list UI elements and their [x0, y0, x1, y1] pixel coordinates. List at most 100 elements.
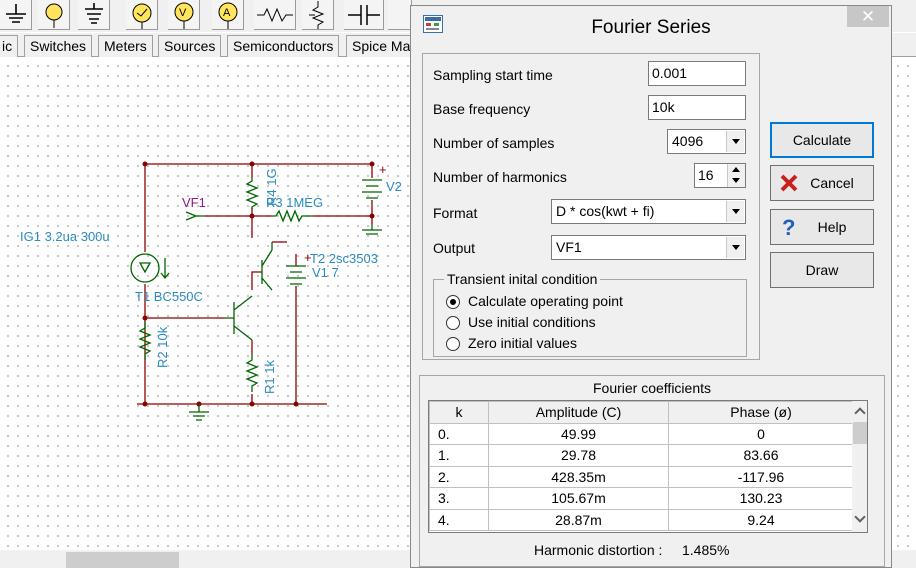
table-row[interactable]: 1. 29.78 83.66	[429, 444, 854, 467]
coefficients-table[interactable]: k Amplitude (C) Phase (ø) 0. 49.99 0 1. …	[428, 400, 868, 533]
settings-group: Sampling start time 0.001 Base frequency…	[422, 53, 760, 360]
fourier-coefficients-title: Fourier coefficients	[592, 380, 711, 396]
scroll-up-icon[interactable]	[854, 407, 866, 419]
table-scroll-thumb[interactable]	[853, 422, 867, 444]
cell-phase: 83.66	[668, 444, 854, 467]
chevron-down-icon[interactable]	[726, 201, 744, 222]
chevron-down-icon[interactable]	[726, 237, 744, 258]
table-row[interactable]: 3. 105.67m 130.23	[429, 487, 854, 510]
fourier-coefficients-panel: Fourier coefficients k Amplitude (C) Pha…	[419, 375, 885, 567]
radio-label-calculate-operating-point: Calculate operating point	[468, 293, 623, 309]
ammeter-icon[interactable]: A	[212, 0, 244, 30]
cell-k: 3.	[429, 487, 489, 510]
label-v2: V2	[386, 179, 402, 194]
sampling-start-time-label: Sampling start time	[433, 67, 553, 83]
svg-text:+: +	[304, 250, 312, 265]
output-label: Output	[433, 240, 476, 256]
svg-text:A: A	[223, 7, 231, 19]
radio-label-use-initial-conditions: Use initial conditions	[468, 314, 596, 330]
cell-phase: 9.24	[668, 508, 854, 531]
cancel-label: Cancel	[810, 175, 854, 191]
fourier-series-dialog: Fourier Series ✕ Sampling start time 0.0…	[410, 5, 892, 568]
column-header-phase: Phase (ø)	[668, 401, 854, 424]
table-row[interactable]: 4. 28.87m 9.24	[429, 508, 854, 531]
ground-icon[interactable]	[0, 0, 32, 30]
radio-use-initial-conditions[interactable]	[446, 316, 460, 330]
transient-condition-title: Transient inital condition	[444, 271, 601, 287]
label-r3: R3 1MEG	[266, 195, 323, 210]
cell-amplitude: 28.87m	[488, 508, 669, 531]
cell-amplitude: 29.78	[488, 444, 669, 467]
resistor-icon[interactable]	[254, 0, 296, 30]
dialog-title: Fourier Series	[591, 17, 711, 38]
help-label: Help	[817, 219, 847, 235]
table-row[interactable]: 2. 428.35m -117.96	[429, 465, 854, 488]
base-frequency-input[interactable]: 10k	[648, 95, 746, 120]
table-row[interactable]: 0. 49.99 0	[429, 422, 854, 445]
cell-k: 2.	[429, 465, 489, 488]
svg-text:+: +	[379, 162, 387, 177]
format-select[interactable]: D * cos(kwt + fi)	[551, 199, 746, 224]
column-header-amplitude: Amplitude (C)	[488, 401, 669, 424]
base-frequency-label: Base frequency	[433, 101, 531, 117]
cell-phase: 0	[668, 422, 854, 445]
lamp-icon[interactable]	[38, 0, 70, 30]
label-r4: R4 1G	[264, 168, 279, 206]
tab-meters[interactable]: Meters	[98, 35, 153, 57]
cell-k: 0.	[429, 422, 489, 445]
svg-text:?: ?	[782, 217, 795, 239]
spin-down-icon[interactable]	[732, 178, 740, 183]
dialog-titlebar[interactable]: Fourier Series ✕	[411, 6, 891, 44]
cell-amplitude: 428.35m	[488, 465, 669, 488]
calculate-button[interactable]: Calculate	[770, 122, 874, 158]
output-select[interactable]: VF1	[551, 235, 746, 260]
svg-text:V: V	[179, 7, 187, 19]
cell-amplitude: 105.67m	[488, 487, 669, 510]
number-of-harmonics-label: Number of harmonics	[433, 169, 567, 185]
number-of-samples-select[interactable]: 4096	[667, 129, 746, 154]
label-t1: T1 BC550C	[135, 289, 203, 304]
draw-button[interactable]: Draw	[770, 252, 874, 288]
harmonic-distortion-label: Harmonic distortion :	[534, 542, 663, 558]
output-value: VF1	[556, 239, 582, 255]
label-ig1: IG1 3.2ua 300u	[20, 229, 110, 244]
tab-switches[interactable]: Switches	[24, 35, 93, 57]
capacitor-icon[interactable]	[344, 0, 384, 30]
spin-buttons[interactable]	[727, 164, 745, 187]
cell-amplitude: 49.99	[488, 422, 669, 445]
cell-phase: -117.96	[668, 465, 854, 488]
sampling-start-time-input[interactable]: 0.001	[648, 61, 746, 86]
cell-phase: 130.23	[668, 487, 854, 510]
tab-basic[interactable]: ic	[0, 35, 19, 57]
tab-semiconductors[interactable]: Semiconductors	[227, 35, 340, 57]
help-question-icon: ?	[782, 217, 795, 239]
label-r2: R2 10k	[155, 326, 170, 368]
potentiometer-icon[interactable]	[302, 0, 334, 30]
cancel-x-icon	[780, 174, 798, 192]
cell-k: 4.	[429, 508, 489, 531]
harmonic-distortion-value: 1.485%	[682, 542, 730, 558]
voltmeter-icon[interactable]: V	[168, 0, 200, 30]
label-t2: T2 2sc3503	[310, 251, 378, 266]
scroll-down-icon[interactable]	[854, 511, 866, 523]
horizontal-scroll-thumb[interactable]	[66, 552, 179, 568]
meter-icon[interactable]	[126, 0, 158, 30]
close-button[interactable]: ✕	[847, 6, 889, 27]
label-r1: R1 1k	[262, 360, 277, 394]
chevron-down-icon[interactable]	[726, 131, 744, 152]
spin-up-icon[interactable]	[732, 167, 740, 172]
app-icon	[423, 15, 443, 33]
radio-calculate-operating-point[interactable]	[446, 295, 460, 309]
number-of-samples-value: 4096	[672, 133, 704, 149]
radio-zero-initial-values[interactable]	[446, 337, 460, 351]
tab-sources[interactable]: Sources	[158, 35, 222, 57]
help-button[interactable]: ? Help	[770, 209, 874, 245]
cancel-button[interactable]: Cancel	[770, 165, 874, 201]
tab-spice-macros[interactable]: Spice Ma	[346, 35, 417, 57]
format-value: D * cos(kwt + fi)	[556, 203, 655, 219]
format-label: Format	[433, 205, 478, 221]
table-vertical-scrollbar[interactable]	[852, 401, 867, 532]
ground-symbol-icon[interactable]	[78, 0, 110, 30]
number-of-harmonics-stepper[interactable]: 16	[694, 163, 746, 188]
